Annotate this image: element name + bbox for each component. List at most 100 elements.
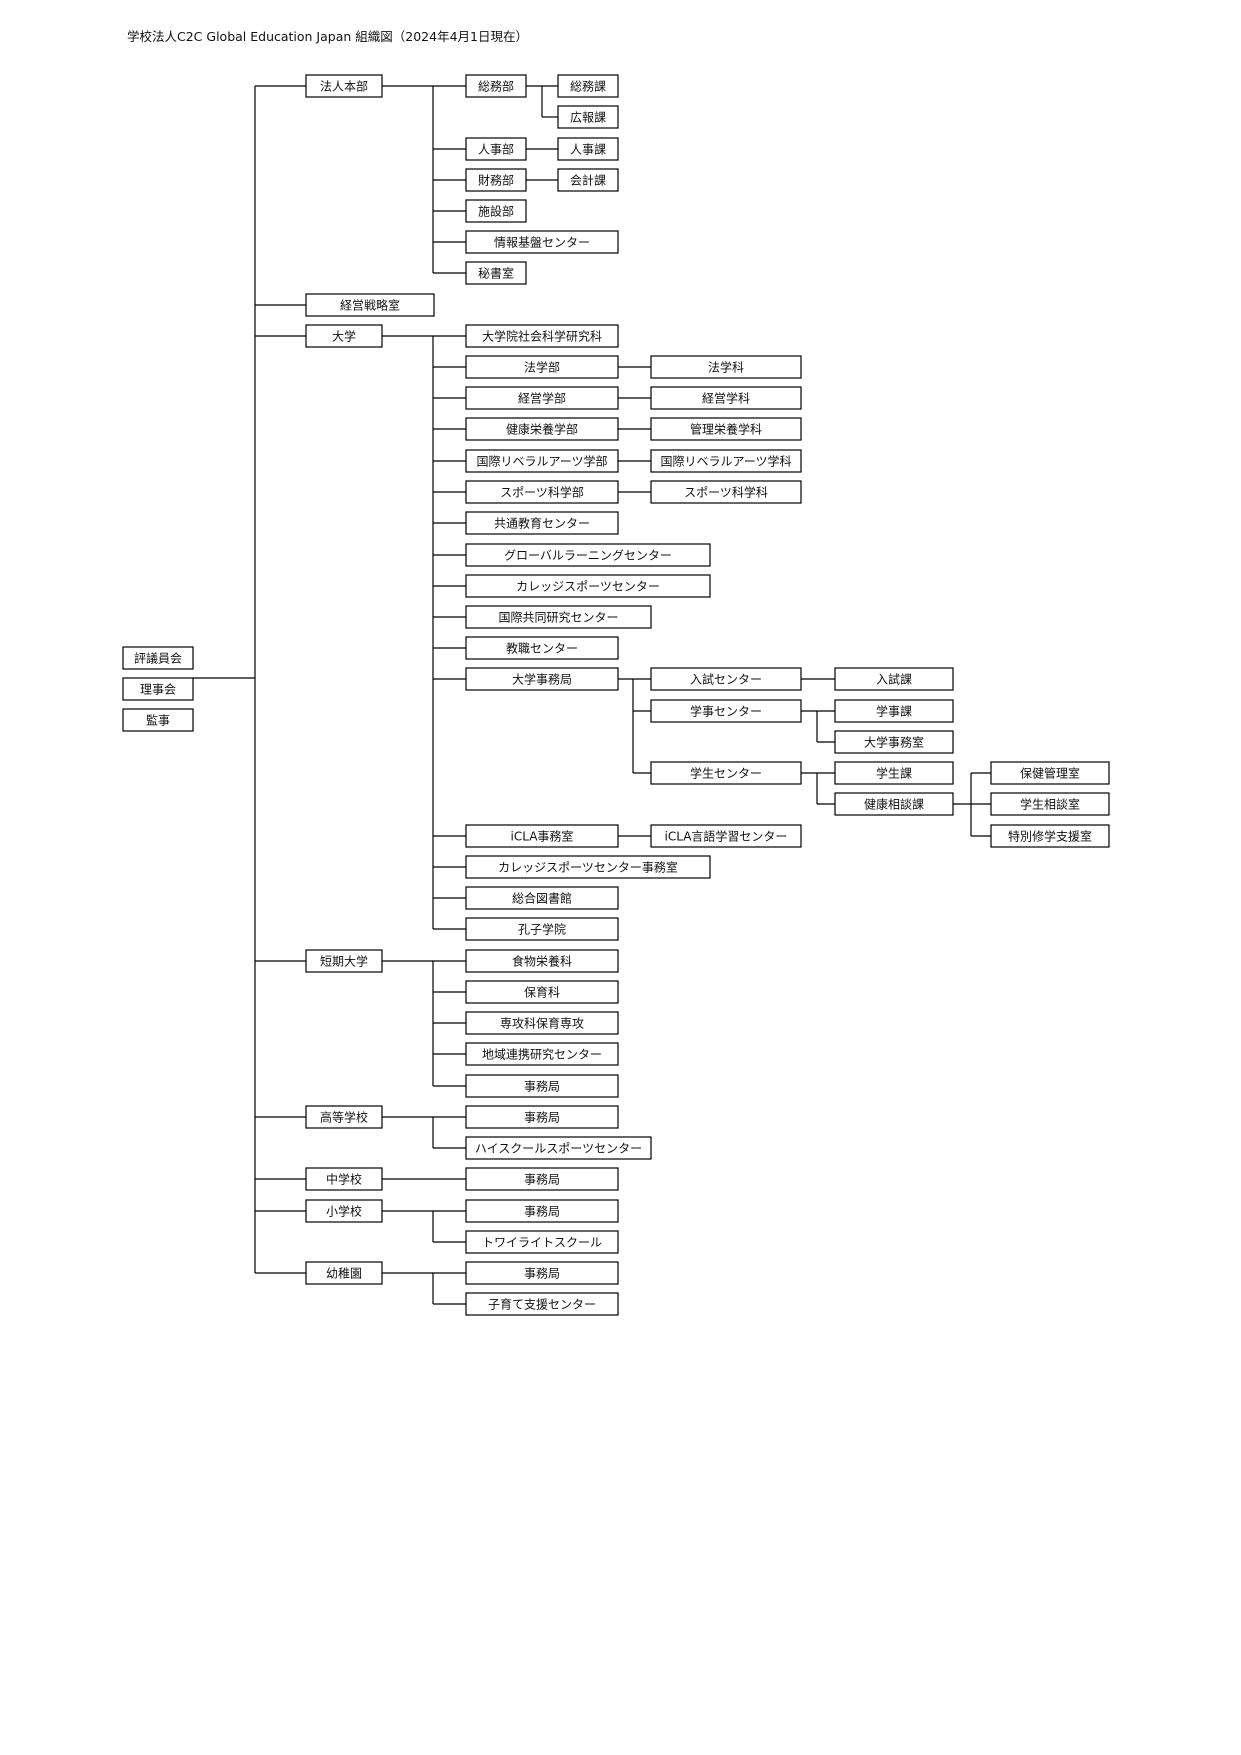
org-unit-box: [305, 949, 383, 973]
org-unit-label: 入試課: [876, 672, 912, 687]
org-unit-label: 中学校: [326, 1172, 362, 1187]
org-unit-label: 学事センター: [690, 704, 762, 719]
connector-lines: [155, 85, 991, 1305]
org-unit-box: [465, 917, 619, 941]
org-unit-library: 総合図書館: [465, 886, 619, 910]
org-unit-box: [465, 417, 619, 441]
org-unit-label: 学生センター: [690, 766, 762, 781]
org-unit-box: [465, 1042, 619, 1066]
org-unit-label: 国際リベラルアーツ学部: [476, 454, 607, 469]
org-unit-label: トワイライトスクール: [482, 1236, 602, 1250]
org-unit-box: [465, 1136, 652, 1160]
org-unit-box: [465, 667, 619, 691]
org-unit-childcare-dept: 保育科: [465, 980, 619, 1004]
org-unit-hs-admin: 事務局: [465, 1105, 619, 1129]
org-unit-label: 健康栄養学部: [506, 422, 578, 437]
org-unit-hq: 法人本部: [305, 74, 383, 98]
org-unit-label: 健康相談課: [864, 797, 924, 812]
org-unit-confucius-institute: 孔子学院: [465, 917, 619, 941]
org-unit-label: 財務部: [478, 173, 514, 188]
org-unit-student-section: 学生課: [834, 761, 954, 785]
org-unit-label: 地域連携研究センター: [482, 1047, 602, 1062]
org-unit-label: 会計課: [570, 173, 606, 188]
org-unit-label: カレッジスポーツセンター事務室: [498, 860, 678, 875]
org-unit-student-counsel-office: 学生相談室: [990, 792, 1110, 816]
org-unit-label: 大学院社会科学研究科: [482, 329, 602, 344]
org-unit-box: [650, 417, 802, 441]
org-unit-general-affairs-section: 総務課: [557, 74, 619, 98]
org-unit-label: 秘書室: [478, 266, 514, 281]
org-unit-health-counsel-section: 健康相談課: [834, 792, 954, 816]
org-unit-label: 評議員会: [134, 651, 182, 666]
org-unit-junior-high: 中学校: [305, 1167, 383, 1191]
org-unit-nutrition-dept: 管理栄養学科: [650, 417, 802, 441]
org-unit-label: 大学: [332, 329, 356, 344]
org-unit-box: [834, 761, 954, 785]
org-unit-label: 人事部: [478, 142, 514, 157]
org-unit-box: [557, 137, 619, 161]
org-unit-box: [990, 792, 1110, 816]
org-unit-box: [990, 761, 1110, 785]
org-unit-label: 監事: [146, 713, 170, 728]
org-unit-label: 子育て支援センター: [488, 1297, 596, 1312]
org-unit-label: 幼稚園: [326, 1267, 362, 1281]
org-unit-elementary: 小学校: [305, 1199, 383, 1223]
org-unit-label: 入試センター: [690, 672, 762, 687]
org-unit-label: 事務局: [524, 1111, 560, 1125]
org-unit-box: [305, 1261, 383, 1285]
org-unit-university: 大学: [305, 324, 383, 348]
org-unit-sports-faculty: スポーツ科学部: [465, 480, 619, 504]
org-unit-kindergarten: 幼稚園: [305, 1261, 383, 1285]
org-unit-box: [465, 261, 527, 285]
org-unit-label: 事務局: [524, 1205, 560, 1219]
org-unit-label: 学事課: [876, 704, 912, 719]
org-unit-box: [557, 74, 619, 98]
org-unit-box: [465, 168, 527, 192]
org-unit-box: [465, 636, 619, 660]
org-unit-label: スポーツ科学科: [684, 485, 768, 500]
org-unit-intl-research-center: 国際共同研究センター: [465, 605, 652, 629]
org-unit-label: 事務局: [524, 1080, 560, 1094]
org-unit-box: [305, 324, 383, 348]
org-unit-box: [650, 824, 802, 848]
org-unit-box: [465, 355, 619, 379]
org-unit-board: 理事会: [122, 677, 194, 701]
org-unit-box: [465, 855, 711, 879]
org-unit-es-admin: 事務局: [465, 1199, 619, 1223]
org-unit-box: [465, 324, 619, 348]
org-unit-box: [557, 105, 619, 129]
org-unit-label: 理事会: [140, 683, 176, 697]
org-unit-label: 施設部: [478, 204, 514, 219]
org-unit-box: [465, 574, 711, 598]
org-unit-box: [465, 1105, 619, 1129]
org-unit-box: [465, 480, 619, 504]
org-unit-label: 学生相談室: [1020, 797, 1080, 812]
org-unit-label: 法学科: [708, 360, 744, 375]
org-unit-label: 経営学科: [702, 391, 750, 406]
org-unit-auditor: 監事: [122, 708, 194, 732]
org-unit-finance-dept: 財務部: [465, 168, 527, 192]
org-unit-hr-dept: 人事部: [465, 137, 527, 161]
org-unit-icla-language-center: iCLA言語学習センター: [650, 824, 802, 848]
org-unit-box: [465, 1074, 619, 1098]
org-unit-box: [557, 168, 619, 192]
org-unit-label: 短期大学: [320, 954, 368, 969]
org-unit-label: 保健管理室: [1020, 766, 1080, 781]
org-unit-label: カレッジスポーツセンター: [516, 580, 660, 594]
org-unit-academic-section: 学事課: [834, 699, 954, 723]
org-unit-label: 高等学校: [320, 1110, 368, 1125]
org-unit-label: グローバルラーニングセンター: [504, 549, 672, 563]
org-unit-label: 保育科: [524, 985, 560, 1000]
org-unit-box: [650, 699, 802, 723]
org-unit-law-dept: 法学科: [650, 355, 802, 379]
org-unit-box: [834, 699, 954, 723]
org-unit-box: [465, 1011, 619, 1035]
org-unit-box: [305, 1167, 383, 1191]
org-unit-label: 法学部: [524, 360, 560, 375]
org-unit-admissions-center: 入試センター: [650, 667, 802, 691]
org-unit-box: [834, 730, 954, 754]
org-unit-childcare-major: 専攻科保育専攻: [465, 1011, 619, 1035]
org-unit-label: 経営戦略室: [340, 298, 400, 313]
org-unit-parenting-center: 子育て支援センター: [465, 1292, 619, 1316]
